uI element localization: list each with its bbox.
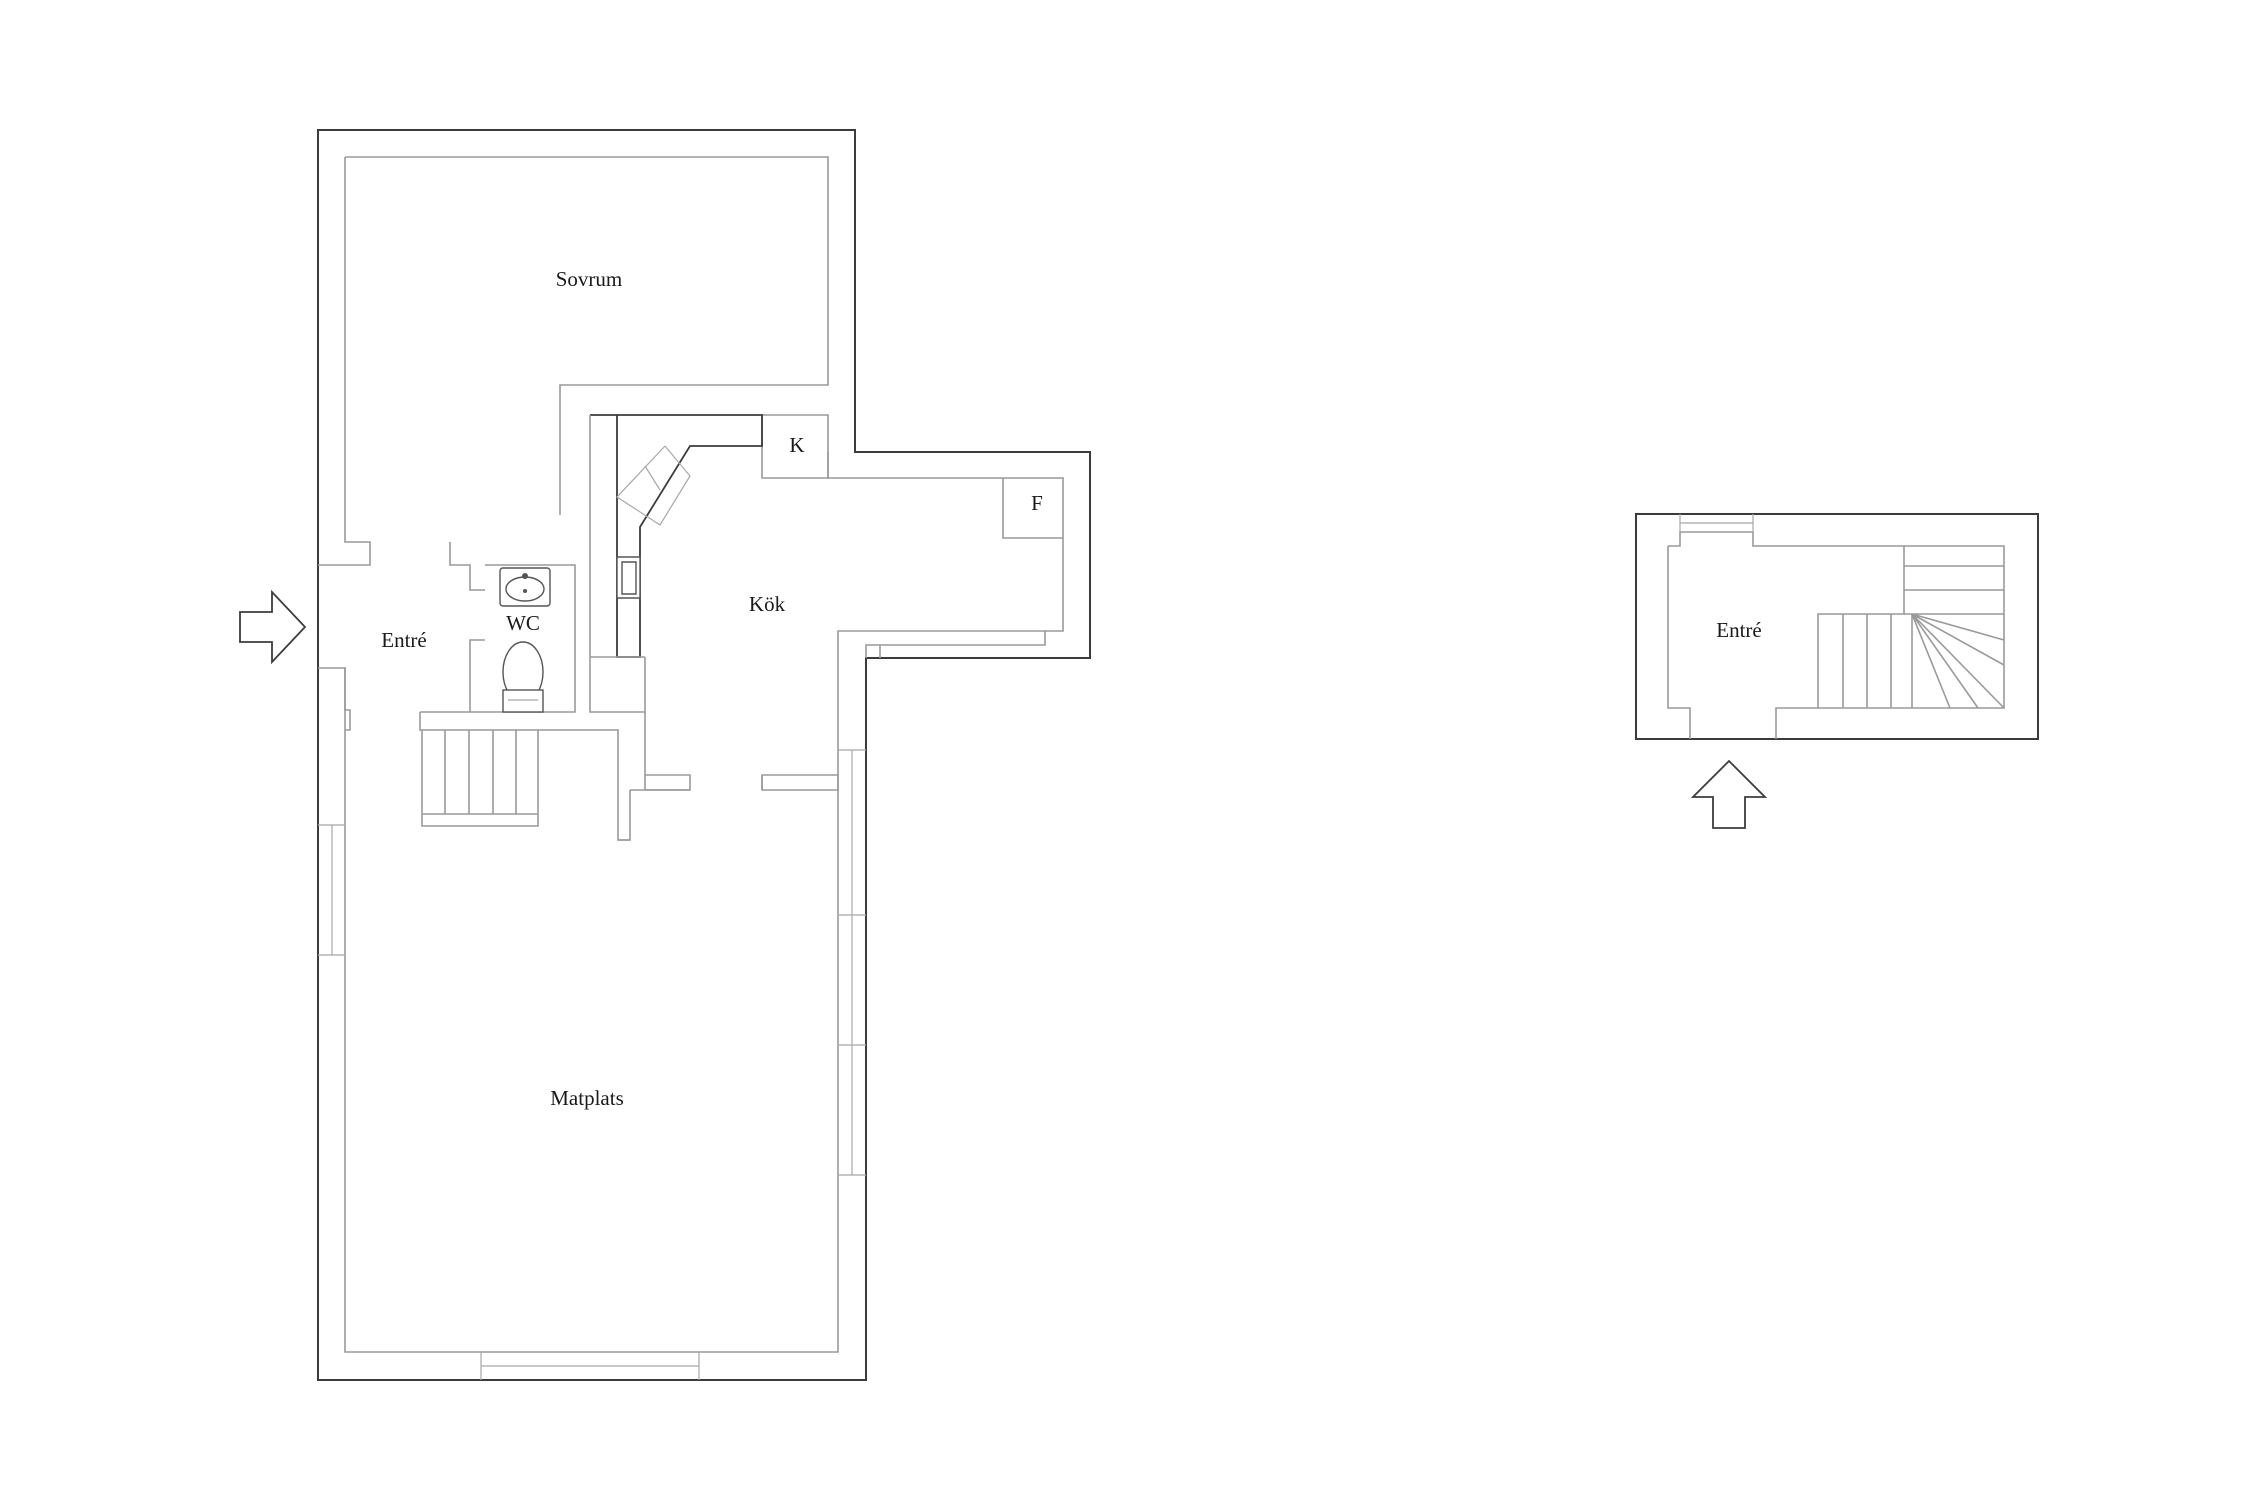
entry-stair [421,730,539,827]
room-label-kok: Kök [749,592,786,616]
main-interior-wall-face [344,156,839,1353]
entrance-arrow-icon [239,589,307,665]
annex-top-window [1679,514,1754,532]
main-exterior-wall [317,129,1091,1381]
kitchen-sink-icon [616,556,641,599]
kitchen-entry-wall [589,415,646,713]
room-label-annex-entre: Entré [1716,618,1761,642]
closet-label-f: F [1031,491,1043,515]
annex-exterior-wall [1635,513,2039,740]
toilet-icon [502,641,544,713]
annex-stair [1818,545,2005,709]
right-windows [838,749,866,1176]
left-window [318,824,345,956]
closet-label-k: K [789,433,804,457]
room-label-matplats: Matplats [550,1086,624,1110]
room-label-wc: WC [506,611,540,635]
kitchen-counter [590,414,763,658]
room-label-entre: Entré [381,628,426,652]
kitchen-interior-face [827,452,1064,750]
closet-f [1002,478,1063,539]
annex-unit: Entré [1635,513,2039,829]
annex-entrance-arrow-icon [1690,759,1768,829]
kitchen-dining-partition [618,775,763,841]
counter-corner [616,445,691,526]
main-unit: Sovrum Entré WC Kök Matplats K F [239,129,1091,1381]
bottom-window [480,1352,700,1380]
room-label-sovrum: Sovrum [556,267,623,291]
wc-sink-icon [499,567,551,607]
closet-k [761,414,829,479]
entrance-gap [318,564,351,731]
